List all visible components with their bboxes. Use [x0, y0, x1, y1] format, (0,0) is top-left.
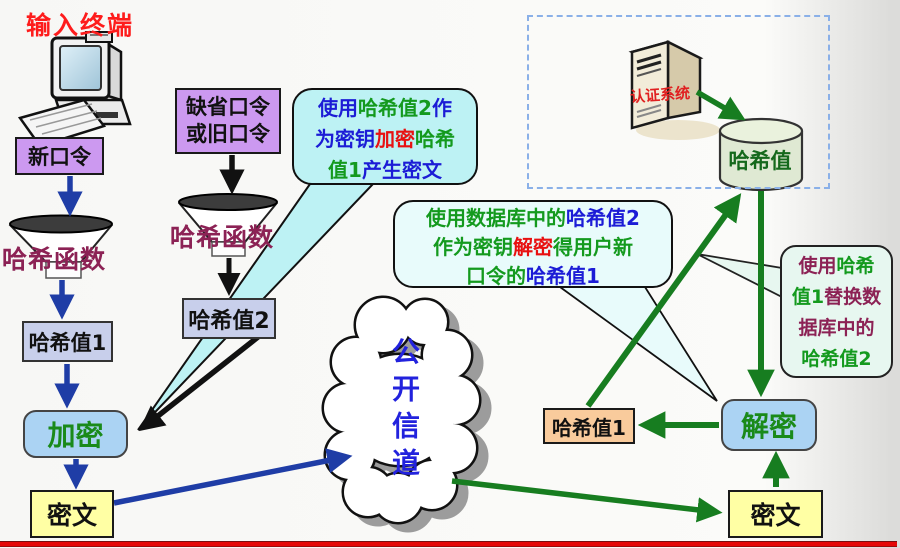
page-title: 输入终端	[26, 11, 135, 40]
hash-funnel-1-icon	[8, 214, 114, 279]
ciphertext-left-box: 密文	[30, 490, 114, 538]
hash-value-1-result-box: 哈希值1	[543, 408, 635, 444]
database-cylinder-icon	[718, 117, 804, 192]
callout-replace-note: 使用哈希值1替换数据库中的哈希值2	[780, 245, 893, 378]
auth-server-label: 认证系统	[629, 83, 691, 107]
encrypt-box: 加密	[23, 410, 128, 458]
public-channel-label: 公开信道	[388, 337, 421, 485]
computer-icon	[17, 31, 132, 148]
ciphertext-right-box: 密文	[728, 490, 823, 538]
server-icon	[628, 39, 720, 140]
hash-function-2-label: 哈希函数	[170, 223, 275, 252]
decrypt-box: 解密	[721, 399, 817, 451]
hash-function-1-label: 哈希函数	[2, 245, 107, 274]
callout-encrypt-note: 使用哈希值2作为密钥加密哈希值1产生密文	[292, 88, 478, 185]
hash-value-1-box: 哈希值1	[22, 321, 113, 362]
new-password-box: 新口令	[15, 137, 104, 175]
auth-system-frame	[527, 15, 830, 189]
old-password-box: 缺省口令 或旧口令	[175, 88, 281, 154]
hash-value-2-box: 哈希值2	[182, 298, 276, 339]
cloud-shape	[321, 295, 492, 533]
flow-arrows	[49, 89, 790, 523]
hash-funnel-2-icon	[177, 193, 279, 257]
bottom-divider-line	[0, 541, 897, 547]
database-hash-label: 哈希值	[728, 149, 792, 173]
